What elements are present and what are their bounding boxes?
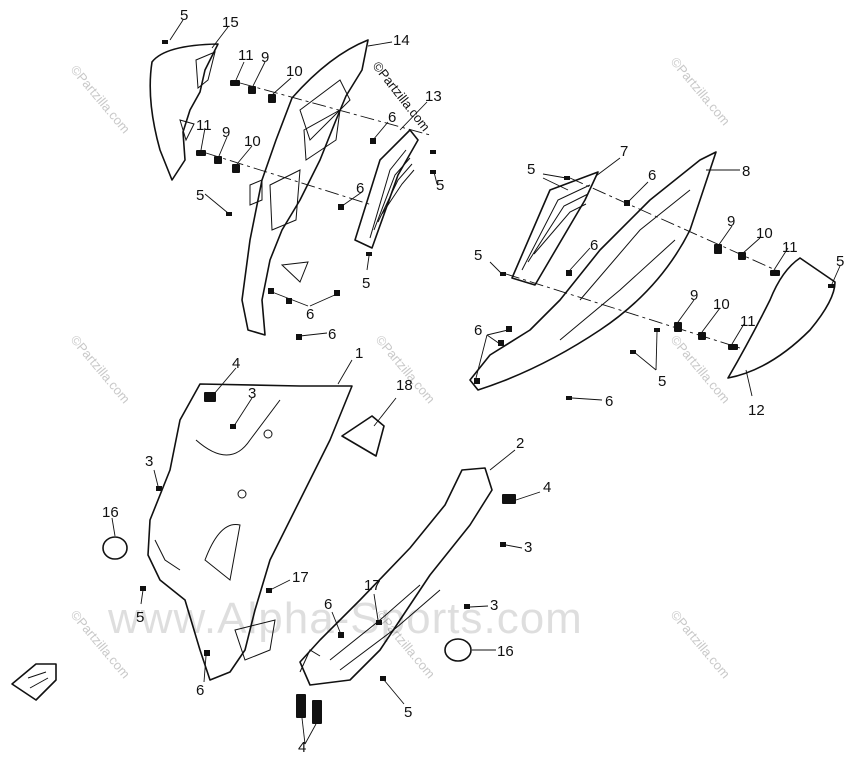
callout-5: 5 <box>836 253 844 270</box>
callout-13: 13 <box>425 88 442 105</box>
callout-6: 6 <box>590 237 598 254</box>
dash-lines-upper-left <box>205 82 431 206</box>
callout-10: 10 <box>244 133 261 150</box>
fasteners-upper-right <box>474 176 834 400</box>
callout-11: 11 <box>740 313 756 330</box>
stamp-8: ©Partzilla.com <box>668 607 733 681</box>
callout-16: 16 <box>497 643 514 660</box>
callout-3: 3 <box>490 597 498 614</box>
callout-6: 6 <box>196 682 204 699</box>
stamp-5: ©Partzilla.com <box>668 332 733 406</box>
callout-5: 5 <box>362 275 370 292</box>
part-15-shape <box>149 43 219 181</box>
callout-4: 4 <box>298 739 306 756</box>
part-16-right-shape <box>444 638 472 662</box>
leaders-upper-left <box>169 19 438 337</box>
callout-5: 5 <box>196 187 204 204</box>
callout-5: 5 <box>527 161 535 178</box>
callout-9: 9 <box>727 213 735 230</box>
callout-6: 6 <box>356 180 364 197</box>
callout-6: 6 <box>306 306 314 323</box>
callout-3: 3 <box>248 385 256 402</box>
part-2-shape <box>299 467 493 686</box>
callout-11: 11 <box>196 117 212 134</box>
callout-18: 18 <box>396 377 413 394</box>
callout-7: 7 <box>620 143 628 160</box>
callout-5: 5 <box>180 7 188 24</box>
callout-5: 5 <box>404 704 412 721</box>
copyright-credit: ©Partzilla.com <box>370 59 434 134</box>
leaders-upper-right <box>475 157 841 401</box>
callout-2: 2 <box>516 435 524 452</box>
callout-6: 6 <box>605 393 613 410</box>
callout-4: 4 <box>543 479 551 496</box>
partzilla-stamps: ©Partzilla.com ©Partzilla.com ©Partzilla… <box>68 54 733 681</box>
callout-5: 5 <box>474 247 482 264</box>
callout-14: 14 <box>393 32 410 49</box>
callout-labels: 5 15 11 9 10 14 13 11 9 10 6 5 5 6 5 6 6… <box>102 7 844 756</box>
callout-3: 3 <box>524 539 532 556</box>
part-8-shape <box>469 151 717 391</box>
fasteners-upper-left <box>162 40 436 340</box>
callout-6: 6 <box>324 596 332 613</box>
part-14-shape <box>241 39 369 336</box>
site-watermark: www.Alpha-Sports.com <box>107 594 583 643</box>
fasteners-lower-right <box>296 494 516 724</box>
part-18-shape <box>341 415 385 457</box>
stamp-4: ©Partzilla.com <box>373 332 438 406</box>
callout-9: 9 <box>690 287 698 304</box>
callout-6: 6 <box>474 322 482 339</box>
dash-lines-upper-right <box>505 177 781 349</box>
callout-16: 16 <box>102 504 119 521</box>
callout-10: 10 <box>286 63 303 80</box>
part-1-shape <box>147 383 353 681</box>
callout-8: 8 <box>742 163 750 180</box>
callout-6: 6 <box>388 109 396 126</box>
stamp-1: ©Partzilla.com <box>68 62 133 136</box>
callout-4: 4 <box>232 355 240 372</box>
part-16-left-shape <box>102 536 128 560</box>
callout-10: 10 <box>713 296 730 313</box>
part-12-shape <box>727 257 836 379</box>
callout-12: 12 <box>748 402 765 419</box>
callout-6: 6 <box>328 326 336 343</box>
callout-5: 5 <box>436 177 444 194</box>
stamp-2: ©Partzilla.com <box>668 54 733 128</box>
callout-6: 6 <box>648 167 656 184</box>
leaders-lower-right <box>301 449 541 745</box>
callout-15: 15 <box>222 14 239 31</box>
callout-11: 11 <box>238 47 254 64</box>
stamp-3: ©Partzilla.com <box>68 332 133 406</box>
callout-17: 17 <box>292 569 309 586</box>
callout-1: 1 <box>355 345 363 362</box>
front-direction-arrow <box>11 663 57 701</box>
callout-17: 17 <box>364 577 381 594</box>
callout-9: 9 <box>261 49 269 66</box>
fasteners-lower-left <box>140 392 272 656</box>
callout-3: 3 <box>145 453 153 470</box>
callout-11: 11 <box>782 239 798 256</box>
leaders-lower-left <box>111 359 397 683</box>
callout-5: 5 <box>136 609 144 626</box>
part-13-shape <box>354 129 419 249</box>
part-7-shape <box>511 171 599 286</box>
callout-5: 5 <box>658 373 666 390</box>
callout-10: 10 <box>756 225 773 242</box>
callout-9: 9 <box>222 124 230 141</box>
